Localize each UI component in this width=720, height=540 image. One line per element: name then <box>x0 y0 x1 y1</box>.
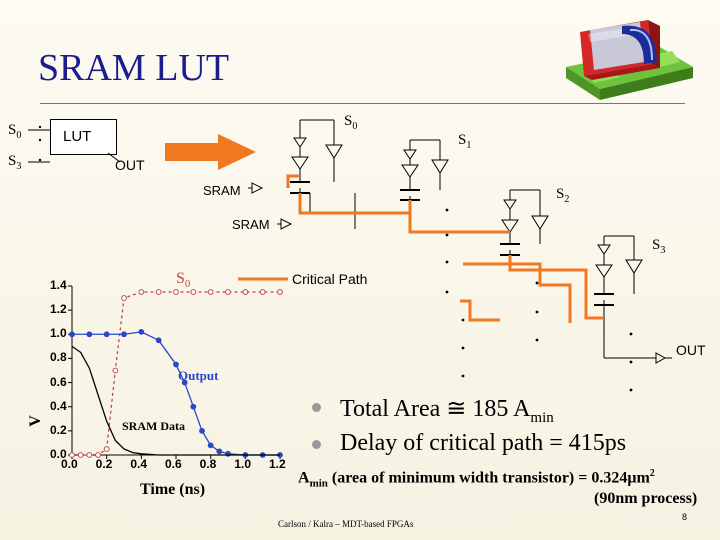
series-line-2 <box>71 345 280 456</box>
series-point-0 <box>190 289 197 295</box>
page-title: SRAM LUT <box>38 47 230 89</box>
amin-note: Amin (area of minimum width transistor) … <box>298 468 655 490</box>
series-label-sram-data: SRAM Data <box>122 419 185 433</box>
critical-path-legend-label: Critical Path <box>292 271 368 287</box>
series-point-0 <box>77 452 84 458</box>
lut-output-label: OUT <box>115 157 145 173</box>
x-tick-label: 0.2 <box>95 457 113 471</box>
y-tick-label: 1.0 <box>50 326 67 341</box>
amin-note-process: (90nm process) <box>594 490 698 507</box>
x-axis-label: Time (ns) <box>140 481 206 498</box>
y-tick-label: 0.4 <box>50 398 67 413</box>
sram-label-1: SRAM <box>203 183 241 198</box>
lut-label: LUT <box>63 128 92 145</box>
select-label-s3: S3 <box>652 237 666 256</box>
x-tick-label: 0.0 <box>61 457 78 471</box>
series-point-0 <box>103 446 110 452</box>
select-label-s1: S1 <box>458 132 472 151</box>
series-label-s0: S0 <box>176 270 191 291</box>
series-point-1 <box>121 331 127 338</box>
series-point-0 <box>86 452 93 458</box>
right-arrow-icon <box>165 134 256 170</box>
series-point-1 <box>173 361 179 368</box>
series-point-0 <box>225 289 231 295</box>
bullet-1-marker <box>312 403 321 412</box>
series-point-0 <box>69 452 75 458</box>
lut-input-label-s3: S3 <box>8 153 22 172</box>
series-point-0 <box>112 367 119 374</box>
lut-input-label-s0: S0 <box>8 122 22 141</box>
series-point-1 <box>190 403 197 410</box>
series-point-1 <box>207 442 214 449</box>
series-line-0 <box>72 291 280 456</box>
y-tick-label: 0.2 <box>50 422 67 437</box>
x-tick-label: 1.0 <box>234 457 252 471</box>
bullet-critical-delay: Delay of critical path = 415ps <box>340 430 627 456</box>
y-tick-label: 0.0 <box>50 447 67 461</box>
y-tick-label: 0.6 <box>50 374 67 389</box>
series-point-0 <box>259 289 266 295</box>
series-point-0 <box>155 289 162 295</box>
series-point-0 <box>121 295 127 301</box>
bullet-total-area: Total Area ≅ 185 Amin <box>340 396 554 426</box>
series-line-1 <box>72 331 280 456</box>
bullet-2-marker <box>312 440 321 449</box>
page-number: 8 <box>682 512 688 522</box>
series-point-1 <box>216 448 223 455</box>
lut-block <box>50 119 117 155</box>
series-point-1 <box>86 331 93 338</box>
series-point-1 <box>138 328 145 335</box>
x-tick-label: 0.6 <box>165 457 182 471</box>
title-divider <box>40 103 685 104</box>
select-label-s2: S2 <box>556 186 570 205</box>
series-point-0 <box>207 289 214 295</box>
series-point-0 <box>277 289 283 295</box>
mux-output-label: OUT <box>676 342 706 358</box>
series-point-1 <box>155 337 162 344</box>
select-label-s0: S0 <box>344 113 358 132</box>
y-tick-label: 1.4 <box>50 278 67 292</box>
series-point-1 <box>181 379 188 386</box>
series-point-1 <box>199 427 205 434</box>
x-tick-label: 1.2 <box>269 457 286 471</box>
series-point-0 <box>138 289 145 295</box>
series-point-0 <box>242 289 249 295</box>
y-tick-label: 0.8 <box>50 350 67 365</box>
series-point-0 <box>173 289 179 295</box>
y-tick-label: 1.2 <box>50 302 67 317</box>
transistor-3d-icon <box>566 20 693 100</box>
series-point-1 <box>103 331 110 338</box>
series-label-output: Output <box>178 368 219 383</box>
series-point-0 <box>95 452 101 458</box>
footer-citation: Carlson / Kalra – MDT-based FPGAs <box>278 519 414 529</box>
sram-label-2: SRAM <box>232 217 270 232</box>
x-tick-label: 0.4 <box>130 457 148 471</box>
series-point-1 <box>69 331 75 338</box>
x-tick-label: 0.8 <box>199 457 217 471</box>
